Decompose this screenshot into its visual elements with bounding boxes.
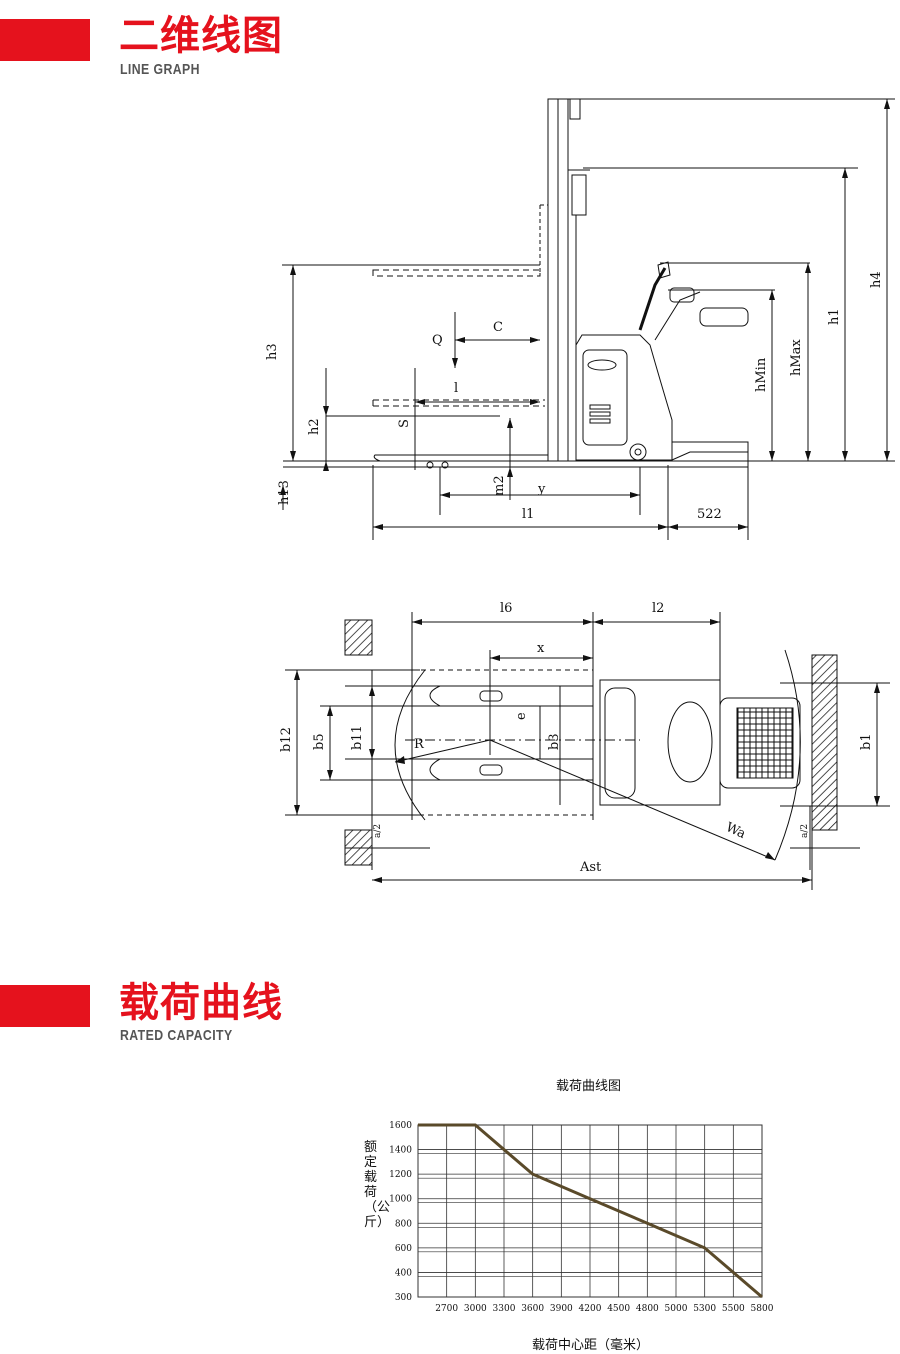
x-tick-label: 5300: [693, 1304, 716, 1314]
capacity-chart: 300 400 600 800 1000 1200 1400 1600 2700 3000 3300…: [389, 1121, 774, 1314]
label-b3: b3: [547, 733, 562, 750]
label-h2: h2: [307, 418, 322, 435]
label-a2-right: a/2: [800, 824, 810, 838]
section-title-rated-capacity: 载荷曲线: [119, 980, 283, 1026]
x-tick-label: 5800: [751, 1304, 774, 1314]
label-h4: h4: [869, 271, 884, 288]
label-b12: b12: [279, 727, 294, 752]
label-e: e: [514, 712, 529, 720]
capacity-series-line: [418, 1123, 763, 1299]
x-tick-label: 3900: [550, 1304, 573, 1314]
label-Ast: Ast: [579, 860, 602, 875]
label-b1: b1: [859, 733, 874, 750]
label-Wa: Wa: [723, 820, 748, 842]
y-tick-label: 300: [395, 1293, 412, 1303]
label-l1: l1: [522, 507, 534, 522]
label-m2: m2: [492, 475, 507, 496]
y-tick-label: 1000: [389, 1195, 412, 1205]
y-tick-label: 800: [395, 1219, 412, 1229]
label-l6: l6: [500, 601, 512, 616]
label-S: S: [397, 419, 412, 428]
x-tick-label: 3300: [493, 1304, 516, 1314]
top-view-diagram: l6 l2 x b12 b5 b11 R e b3 b1 Wa a/2 a/2 …: [279, 601, 890, 890]
label-a2-left: a/2: [373, 824, 383, 838]
x-tick-label: 4800: [636, 1304, 659, 1314]
y-tick-label: 400: [395, 1268, 412, 1278]
label-h1: h1: [827, 308, 842, 325]
x-tick-label: 4500: [607, 1304, 630, 1314]
x-tick-label: 5000: [665, 1304, 688, 1314]
x-tick-label: 2700: [435, 1304, 458, 1314]
chart-title: 载荷曲线图: [556, 1079, 622, 1094]
x-tick-label: 4200: [579, 1304, 602, 1314]
label-y: y: [537, 482, 546, 497]
y-tick-label: 1400: [389, 1146, 412, 1156]
label-522: 522: [697, 507, 722, 522]
section-bar-rated-capacity: [0, 985, 90, 1027]
label-x: x: [537, 641, 545, 656]
label-l2: l2: [652, 601, 664, 616]
section-subtitle-line-graph: LINE GRAPH: [120, 61, 200, 78]
label-l: l: [454, 381, 458, 396]
label-b5: b5: [312, 733, 327, 750]
label-hmin: hMin: [754, 357, 769, 392]
chart-xlabel: 载荷中心距（毫米）: [532, 1338, 650, 1353]
label-R: R: [414, 737, 425, 752]
label-Q: Q: [432, 333, 443, 348]
label-h13: h13: [277, 480, 292, 505]
section-subtitle-rated-capacity: RATED CAPACITY: [120, 1027, 233, 1044]
label-C: C: [493, 320, 503, 335]
x-tick-label: 5500: [722, 1304, 745, 1314]
side-view-diagram: h3 h2 h13 Q C l S m2 y l1 522 hMin hMax …: [265, 98, 895, 540]
section-bar-line-graph: [0, 19, 90, 61]
y-tick-label: 1600: [389, 1121, 412, 1131]
section-title-line-graph: 二维线图: [119, 13, 283, 59]
label-hmax: hMax: [789, 339, 804, 376]
label-h3: h3: [265, 343, 280, 360]
y-tick-label: 600: [395, 1244, 412, 1254]
x-tick-label: 3000: [464, 1304, 487, 1314]
label-b11: b11: [350, 725, 365, 750]
x-tick-label: 3600: [521, 1304, 544, 1314]
y-tick-label: 1200: [389, 1170, 412, 1180]
